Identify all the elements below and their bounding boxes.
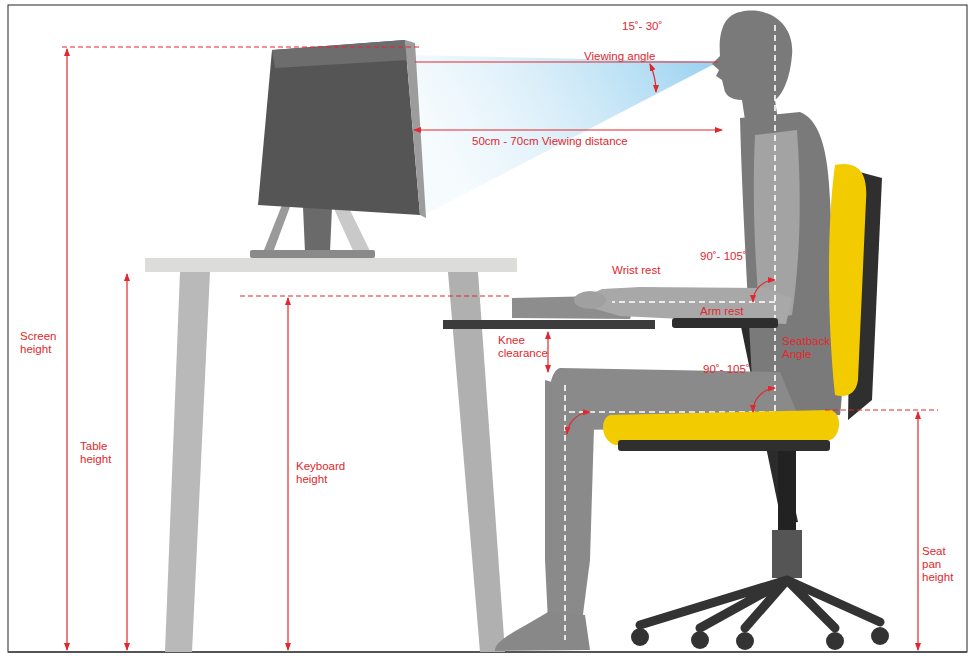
dimension-label: Screen height xyxy=(20,330,64,356)
caster xyxy=(631,628,649,646)
monitor-base xyxy=(250,250,375,258)
chair-seat xyxy=(603,410,839,445)
chair-post xyxy=(778,451,796,533)
foot xyxy=(495,612,590,651)
posture-line xyxy=(612,301,775,303)
distance-label: 50cm - 70cm Viewing distance xyxy=(472,135,682,148)
monitor-screen-edge xyxy=(405,40,426,218)
dimension-label: Knee clearance xyxy=(498,334,546,360)
dimension-label: Seat pan height xyxy=(922,545,966,585)
sight-line xyxy=(415,61,718,62)
chair-backrest xyxy=(829,164,866,396)
keyboard-tray xyxy=(443,320,655,329)
part-label: Arm rest xyxy=(700,305,760,318)
elbow-angle-arc xyxy=(753,280,775,302)
viewing-distance-arrow xyxy=(414,129,722,130)
monitor xyxy=(250,40,426,258)
viewing-angle-arc xyxy=(650,64,656,92)
caster xyxy=(871,627,889,645)
head xyxy=(712,11,792,120)
angle-range: 15˚- 30˚ xyxy=(622,20,692,33)
monitor-top xyxy=(272,40,408,68)
armrest xyxy=(672,318,778,328)
dimension-label: Table height xyxy=(80,440,124,466)
seat-height-arrow xyxy=(917,412,918,650)
knee-angle-arc xyxy=(567,412,590,434)
table-leg xyxy=(165,272,210,652)
hip-angle-arc xyxy=(753,388,775,412)
angle-range: 90˚- 105˚ xyxy=(703,363,767,376)
dimension-lines xyxy=(62,47,938,650)
caster xyxy=(691,631,709,649)
part-label: Wrist rest xyxy=(612,264,687,277)
viewing-cone xyxy=(412,55,718,215)
table-top xyxy=(145,258,517,272)
seat-level-dash xyxy=(825,409,938,410)
posture-line xyxy=(564,385,566,640)
dimension-label: Keyboard height xyxy=(296,460,358,486)
person xyxy=(495,11,842,651)
hand xyxy=(574,291,606,309)
screen-height-arrow xyxy=(66,49,67,650)
angle-range: 90˚- 105˚ xyxy=(700,250,764,263)
frame xyxy=(8,5,967,652)
posture-line xyxy=(774,25,776,412)
screen-top-dash xyxy=(62,46,420,47)
chair xyxy=(603,164,889,650)
seat-base xyxy=(618,440,830,451)
keyboard-level-dash xyxy=(240,295,510,296)
chair-base xyxy=(640,580,880,628)
angle-label: Viewing angle xyxy=(584,50,674,63)
table-height-arrow xyxy=(126,274,127,650)
caster xyxy=(826,632,844,650)
knee-clearance-arrow xyxy=(547,332,548,372)
caster xyxy=(736,632,754,650)
keyboard-height-arrow xyxy=(287,298,288,650)
gas-cylinder xyxy=(772,530,802,578)
angle-label: Seatback Angle xyxy=(782,335,844,361)
lower-leg xyxy=(545,380,595,622)
table xyxy=(145,258,517,652)
monitor-body xyxy=(258,40,420,215)
